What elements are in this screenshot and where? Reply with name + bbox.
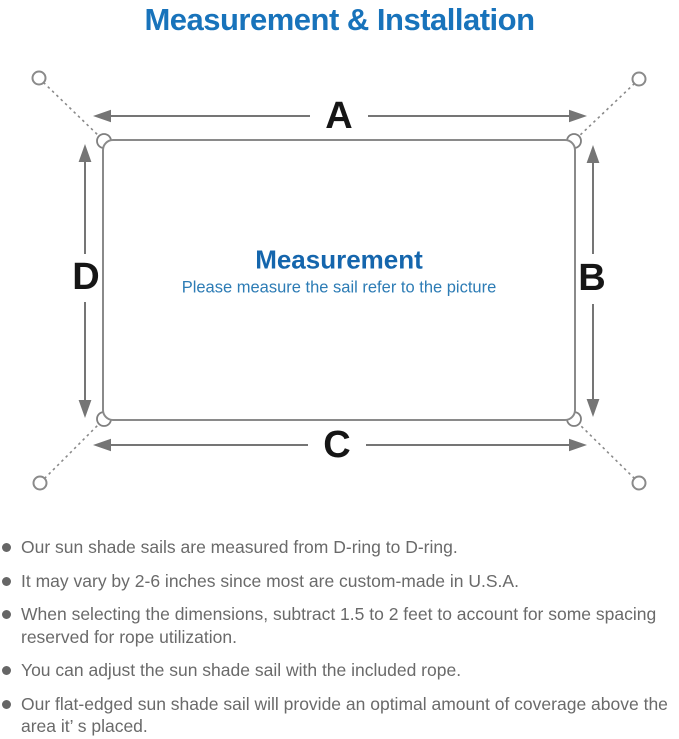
sail-rectangle: [102, 139, 576, 421]
rope-dashed-line: [42, 81, 636, 480]
dimension-arrows: [78, 109, 600, 452]
note-text: Our flat-edged sun shade sail will provi…: [21, 693, 668, 737]
dimension-label-c: C: [323, 424, 351, 466]
note-text: Our sun shade sails are measured from D-…: [21, 537, 458, 557]
note-item: Our flat-edged sun shade sail will provi…: [2, 693, 678, 738]
note-text: When selecting the dimensions, subtract …: [21, 604, 657, 647]
sail-diagram-graphic: [31, 70, 647, 491]
note-item: You can adjust the sun shade sail with t…: [2, 659, 678, 682]
dimension-label-b: B: [578, 257, 606, 299]
note-item: It may vary by 2-6 inches since most are…: [2, 570, 678, 593]
note-text: It may vary by 2-6 inches since most are…: [21, 570, 519, 591]
bullet-icon: [2, 543, 11, 552]
note-item: When selecting the dimensions, subtract …: [2, 603, 678, 648]
note-text: You can adjust the sun shade sail with t…: [21, 660, 462, 680]
measurement-diagram: A B C D Measurement Please measure the s…: [0, 60, 679, 520]
page-title: Measurement & Installation: [144, 2, 535, 37]
bullet-icon: [2, 610, 11, 619]
bullet-icon: [2, 576, 11, 586]
dimension-label-d: D: [72, 256, 100, 298]
note-item: Our sun shade sails are measured from D-…: [2, 536, 678, 559]
dimension-label-a: A: [325, 95, 353, 137]
notes-list: Our sun shade sails are measured from D-…: [2, 536, 678, 739]
bullet-icon: [2, 666, 11, 675]
anchor-point-icon: [31, 70, 647, 491]
bullet-icon: [2, 699, 11, 709]
diagram-center-subtitle: Please measure the sail refer to the pic…: [181, 278, 497, 297]
diagram-center-title: Measurement: [255, 244, 423, 275]
